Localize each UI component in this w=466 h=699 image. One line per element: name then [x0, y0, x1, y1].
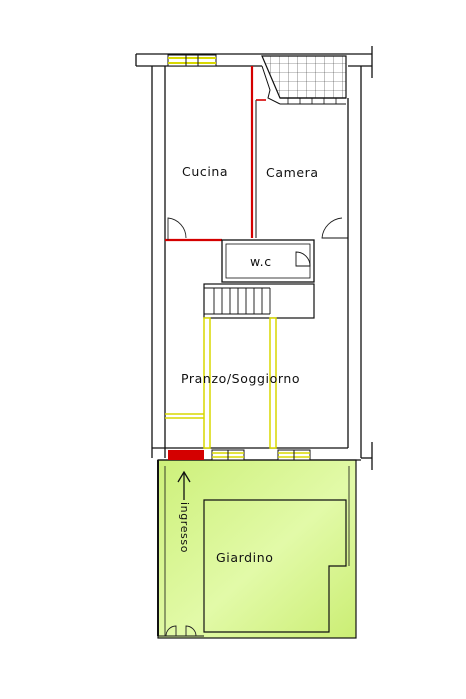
kitchen-door: [167, 217, 187, 240]
room-label-wc: w.c: [250, 254, 272, 269]
window-bottom-left: [211, 449, 245, 461]
room-label-pranzo-soggiorno: Pranzo/Soggiorno: [181, 371, 300, 386]
entrance-label: ingresso: [178, 502, 191, 553]
balcony-tiles: [261, 55, 347, 105]
wc-room: [221, 239, 315, 283]
demolished-partitions: [165, 317, 277, 449]
garden-gate-door: [165, 625, 197, 637]
staircase: [203, 283, 315, 319]
garden-terrace-outline: [203, 499, 347, 633]
room-label-cucina: Cucina: [182, 164, 228, 179]
camera-door: [321, 217, 348, 239]
garden-area: [157, 459, 357, 639]
room-label-giardino: Giardino: [216, 550, 274, 565]
entrance-arrow-icon: [177, 470, 191, 500]
window-kitchen: [167, 54, 217, 67]
room-label-camera: Camera: [266, 165, 319, 180]
entrance-door-red: [168, 450, 204, 460]
window-bottom-right: [277, 449, 311, 461]
